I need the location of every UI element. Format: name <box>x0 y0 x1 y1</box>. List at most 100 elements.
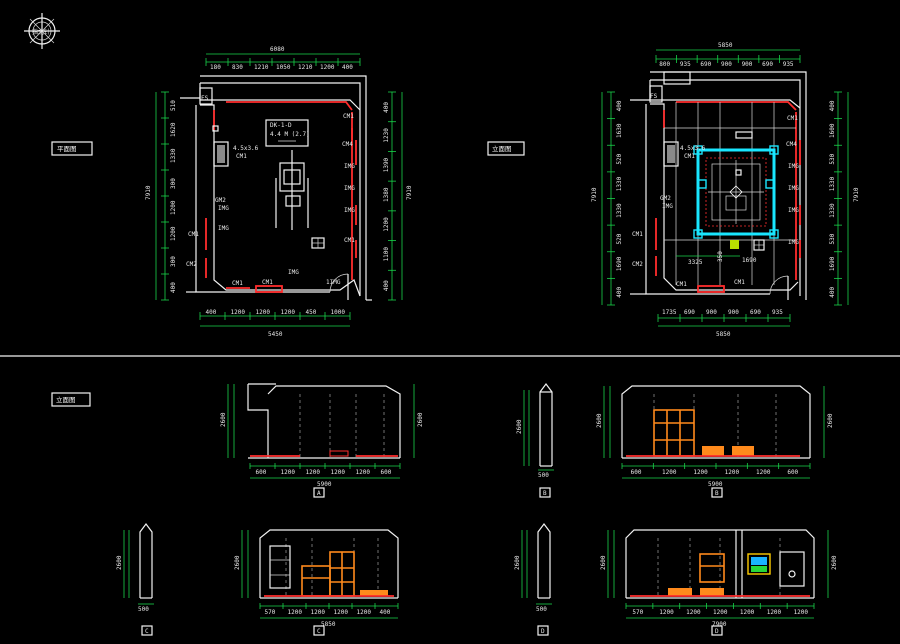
svg-text:3325: 3325 <box>688 259 703 266</box>
elevation-c-height-label: 2600 <box>234 555 241 570</box>
elevation-d-dim-label: 1200 <box>794 609 809 616</box>
elevation-b-dim-label: 600 <box>787 469 798 476</box>
svg-text:CM1: CM1 <box>188 231 199 238</box>
svg-text:4.5x3.6: 4.5x3.6 <box>680 145 706 152</box>
plan-left-left-dim-label: 1200 <box>170 226 177 241</box>
plan-left-top-dim-label: 180 <box>210 64 221 71</box>
plan-right-right-dim-label: 400 <box>829 100 836 111</box>
plan-left-right-dim-label: 1100 <box>383 247 390 262</box>
plan-left-bottom-dim-label: 1200 <box>281 309 296 316</box>
svg-text:B: B <box>543 490 547 497</box>
plan-right-bottom-dim-label: 1735 <box>662 309 677 316</box>
elevation-a-dim-label: 1200 <box>331 469 346 476</box>
svg-text:IMG: IMG <box>344 185 355 192</box>
elevation-b-dim-label: 1200 <box>725 469 740 476</box>
elevation-d-dim-label: 1200 <box>740 609 755 616</box>
svg-text:B: B <box>715 490 719 497</box>
profile-a-w-label: 500 <box>538 472 549 479</box>
elevation-a-rheight-label: 2600 <box>417 412 424 427</box>
profile-c-h-label: 2600 <box>116 555 123 570</box>
plan-left-left-dim-label: 300 <box>170 178 177 189</box>
svg-text:7910: 7910 <box>145 185 152 200</box>
svg-text:350: 350 <box>717 251 724 262</box>
plan-right-left-dim-label: 1330 <box>616 176 623 191</box>
plan-left-bottom-dim-label: 1200 <box>231 309 246 316</box>
svg-text:IMG: IMG <box>662 203 673 210</box>
elev-tag-c2: C <box>313 625 325 636</box>
elevation-b-rheight-label: 2600 <box>827 413 834 428</box>
svg-text:CM1: CM1 <box>236 153 247 160</box>
svg-text:7910: 7910 <box>591 187 598 202</box>
elev-tag-c: C <box>141 625 153 636</box>
svg-text:立面图: 立面图 <box>56 395 76 404</box>
svg-text:GM2: GM2 <box>215 197 226 204</box>
elevation-a-dim-label: 1200 <box>281 469 296 476</box>
elevation-c-dim-label: 570 <box>265 609 276 616</box>
svg-text:1690: 1690 <box>742 257 757 264</box>
plan-left-top-dim-label: 1210 <box>298 64 313 71</box>
svg-text:CM1: CM1 <box>344 237 355 244</box>
compass-icon: 指北针 <box>24 13 60 49</box>
plan-left-bottom-dim-label: 1200 <box>256 309 271 316</box>
plan-left-top-dim-label: 830 <box>232 64 243 71</box>
svg-text:GM2: GM2 <box>660 195 671 202</box>
elevation-c-dim-label: 1200 <box>311 609 326 616</box>
plan-right-right-dim-label: 1600 <box>829 123 836 138</box>
plan-right-top-dim-label: 900 <box>742 61 753 68</box>
svg-text:IMG: IMG <box>218 205 229 212</box>
svg-text:5850: 5850 <box>718 42 733 49</box>
profile-d-h-label: 2600 <box>514 555 521 570</box>
profile-a-h-label: 2600 <box>516 419 523 434</box>
elev-tag-d: D <box>537 625 549 636</box>
svg-text:CM1: CM1 <box>734 279 745 286</box>
svg-text:IMG: IMG <box>344 163 355 170</box>
plan-right-top-dim-label: 690 <box>700 61 711 68</box>
plan-right-top-dim-label: 800 <box>659 61 670 68</box>
svg-text:平面图: 平面图 <box>57 145 77 153</box>
elevation-c-dim-label: 1200 <box>334 609 349 616</box>
profile-d <box>537 523 551 599</box>
plan-left-right-dim-label: 400 <box>383 102 390 113</box>
elevation-a-total-label: 5900 <box>317 481 332 488</box>
svg-text:C: C <box>145 628 149 635</box>
svg-text:CM1: CM1 <box>632 231 643 238</box>
svg-text:4.5x3.6: 4.5x3.6 <box>233 145 259 152</box>
plan-left-right-dim-label: 1390 <box>383 157 390 172</box>
plan-right-top-dim-label: 935 <box>680 61 691 68</box>
svg-text:IMG: IMG <box>788 207 799 214</box>
plan-right-right-dim-label: 1330 <box>829 203 836 218</box>
svg-text:C: C <box>317 628 321 635</box>
plan-left-top-dim-label: 1050 <box>276 64 291 71</box>
elevation-d-total-label: 7900 <box>712 621 727 628</box>
svg-text:5450: 5450 <box>268 331 283 338</box>
plan-left-top-dim-label: 400 <box>342 64 353 71</box>
svg-text:5850: 5850 <box>716 331 731 338</box>
svg-text:IMG: IMG <box>788 239 799 246</box>
plan-right-left-dim-label: 1630 <box>616 123 623 138</box>
plan-left-left-dim-label: 1330 <box>170 148 177 163</box>
elevation-b-dim-label: 1200 <box>662 469 677 476</box>
elevation-d <box>625 529 815 599</box>
plan-right-right-dim-label: 1330 <box>829 176 836 191</box>
plan-left-top-dim-label: 1200 <box>320 64 335 71</box>
elevation-b-dim-label: 1200 <box>756 469 771 476</box>
plan-left-left-dim-label: 1620 <box>170 122 177 137</box>
svg-text:DK-1-D: DK-1-D <box>270 122 292 129</box>
plan-right-top-dim-label: 935 <box>783 61 794 68</box>
svg-text:A: A <box>317 490 321 497</box>
elevation-d-dim-label: 1200 <box>659 609 674 616</box>
plan-right-right-dim-label: 530 <box>829 153 836 164</box>
plan-right-tag: 立面图 <box>487 141 525 156</box>
elevation-c-dim-label: 1200 <box>288 609 303 616</box>
plan-left-right-dim-label: 1230 <box>383 128 390 143</box>
elevation-b-total-label: 5900 <box>708 481 723 488</box>
svg-text:FS: FS <box>650 93 658 100</box>
svg-text:CM1: CM1 <box>262 279 273 286</box>
elevation-a-dim-label: 600 <box>256 469 267 476</box>
plan-left-tag: 平面图 <box>51 141 93 156</box>
plan-right-right-dim-label: 1690 <box>829 256 836 271</box>
